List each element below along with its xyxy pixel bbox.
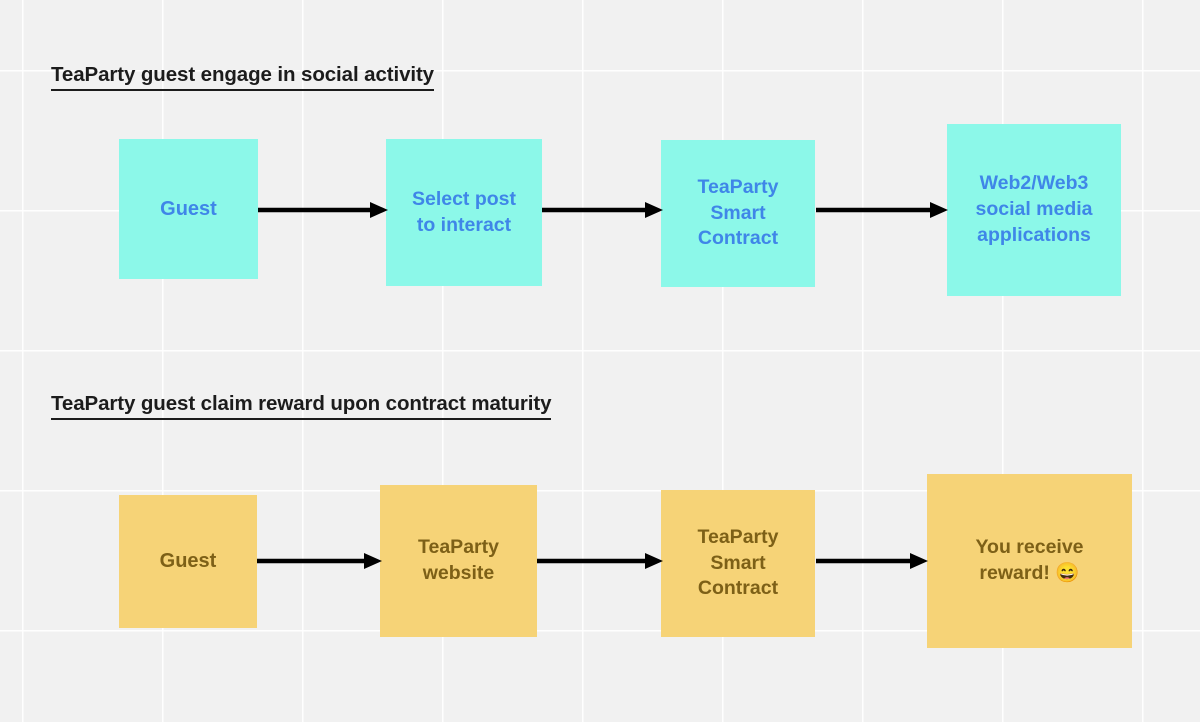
node-label: Guest — [159, 550, 217, 573]
node-teaparty-website[interactable]: TeaParty website — [380, 485, 537, 637]
node-web2-web3-social-media-applications[interactable]: Web2/Web3 social media applications — [947, 124, 1121, 296]
node-label: Select post to interact — [411, 187, 517, 236]
arrow-smart-contract-to-social-apps — [816, 200, 948, 220]
arrow-guest-to-select-post — [258, 200, 388, 220]
section-heading-claim-reward: TeaParty guest claim reward upon contrac… — [51, 392, 552, 420]
node-guest-reward[interactable]: Guest — [119, 495, 257, 628]
node-you-receive-reward[interactable]: You receive reward! 😄 — [927, 474, 1132, 648]
arrow-smart-contract-to-receive-reward — [816, 551, 928, 571]
node-label: Guest — [160, 197, 217, 220]
node-teaparty-smart-contract-reward[interactable]: TeaParty Smart Contract — [661, 490, 815, 637]
section-heading-social-activity: TeaParty guest engage in social activity — [51, 63, 434, 91]
arrow-website-to-smart-contract — [537, 551, 663, 571]
node-select-post-to-interact[interactable]: Select post to interact — [386, 139, 542, 286]
node-label: You receive reward! 😄 — [975, 536, 1084, 584]
arrow-select-post-to-smart-contract — [542, 200, 663, 220]
node-label: TeaParty website — [418, 536, 499, 584]
node-label: TeaParty Smart Contract — [697, 525, 779, 600]
node-teaparty-smart-contract-social[interactable]: TeaParty Smart Contract — [661, 140, 815, 287]
node-guest-social[interactable]: Guest — [119, 139, 258, 279]
node-label: Web2/Web3 social media applications — [975, 172, 1093, 246]
arrow-guest-to-website — [257, 551, 382, 571]
node-label: TeaParty Smart Contract — [697, 175, 779, 250]
